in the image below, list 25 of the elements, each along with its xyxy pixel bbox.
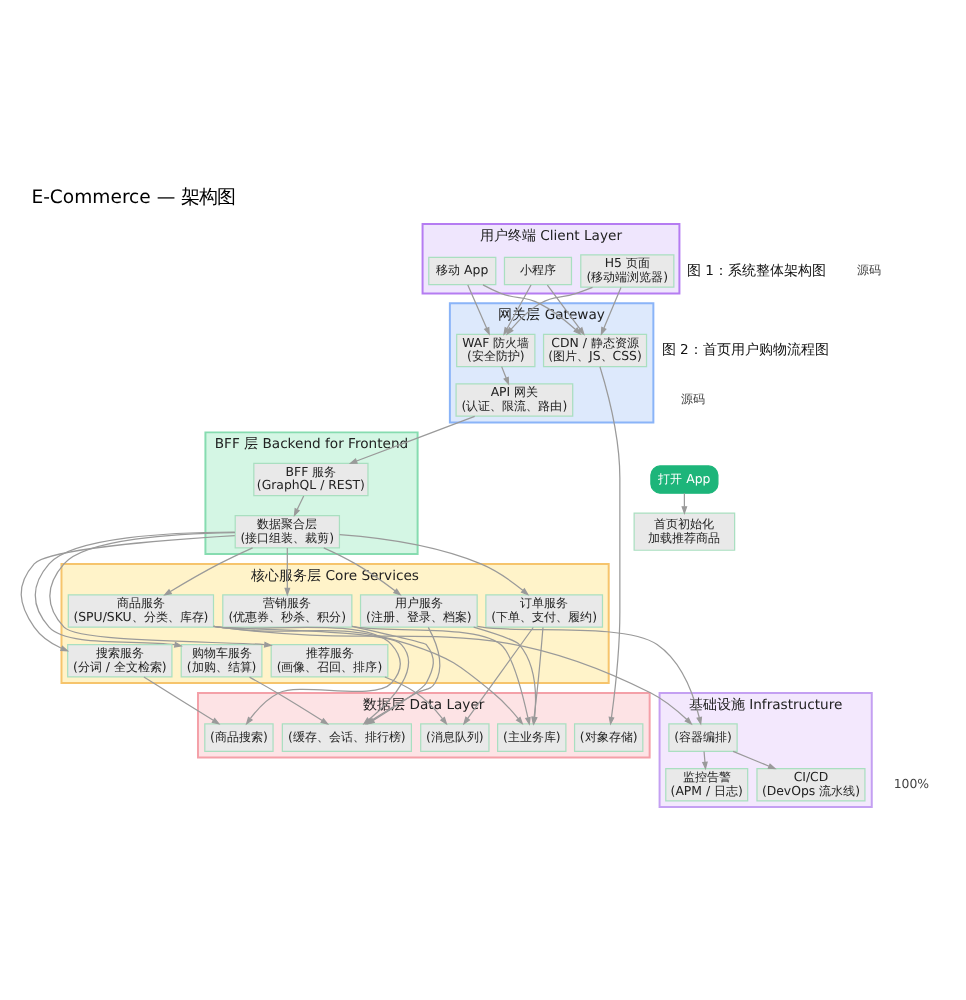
arrow (701, 750, 708, 771)
arrow (467, 284, 490, 336)
arrow (339, 534, 530, 596)
arrow (323, 547, 402, 596)
arrow (348, 415, 476, 464)
arrow (284, 547, 291, 597)
arrow (505, 286, 594, 336)
arrow (476, 625, 703, 726)
arrow (143, 676, 221, 725)
arrow (248, 676, 330, 725)
arrow (462, 626, 534, 726)
arrow (599, 366, 621, 726)
arrow (732, 750, 777, 770)
arrow (384, 676, 448, 726)
arrow (293, 495, 305, 518)
arrow (49, 531, 273, 648)
arrow (163, 547, 254, 596)
arrow (600, 286, 622, 336)
arrow (531, 626, 544, 726)
arrow (482, 284, 582, 336)
diagram-title: E-Commerce — 架构图 (31, 186, 236, 209)
arrow (503, 284, 532, 336)
arrow (546, 284, 585, 336)
arrow (501, 366, 510, 386)
arrow (473, 626, 538, 726)
